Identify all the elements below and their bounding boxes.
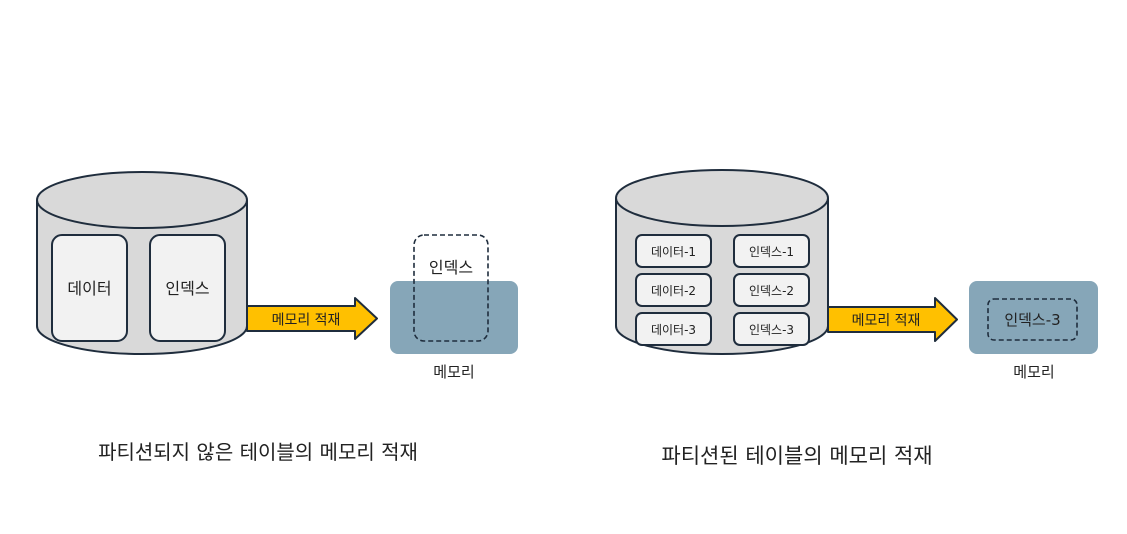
right-data-1-label: 데이터-1 [651, 245, 696, 259]
right-index-3-label: 인덱스-3 [749, 323, 794, 337]
right-arrow-label: 메모리 적재 [852, 313, 921, 329]
right-index-2-box: 인덱스-2 [733, 273, 810, 307]
left-index-label: 인덱스 [165, 279, 209, 298]
left-load-arrow: 메모리 적재 [246, 297, 378, 340]
right-memory: 인덱스-3 메모리 [969, 281, 1098, 381]
right-data-3-label: 데이터-3 [651, 323, 696, 337]
left-caption: 파티션되지 않은 테이블의 메모리 적재 [98, 440, 418, 464]
right-cylinder-top [615, 169, 829, 227]
right-data-2-box: 데이터-2 [635, 273, 712, 307]
left-memory-inner-label: 인덱스 [429, 258, 473, 277]
left-memory-block [390, 281, 518, 354]
left-memory-index-dashed [413, 234, 489, 342]
left-diagram: 데이터 인덱스 메모리 적재 인덱스 메모리 파티션되지 않은 테이블의 메모리… [36, 171, 518, 464]
right-data-1-box: 데이터-1 [635, 234, 712, 268]
right-data-3-box: 데이터-3 [635, 312, 712, 346]
right-index-1-label: 인덱스-1 [749, 245, 794, 259]
left-index-box: 인덱스 [149, 234, 226, 342]
right-index-2-label: 인덱스-2 [749, 284, 794, 298]
right-caption: 파티션된 테이블의 메모리 적재 [661, 444, 932, 468]
right-memory-block [969, 281, 1098, 354]
right-memory-inner-label: 인덱스-3 [1004, 311, 1060, 329]
right-data-2-label: 데이터-2 [651, 284, 696, 298]
right-index-3-box: 인덱스-3 [733, 312, 810, 346]
left-cylinder-top [36, 171, 248, 229]
left-arrow-label: 메모리 적재 [272, 313, 341, 329]
right-index-1-box: 인덱스-1 [733, 234, 810, 268]
left-data-box: 데이터 [51, 234, 128, 342]
right-diagram: 데이터-1 인덱스-1 데이터-2 인덱스-2 데이터-3 인덱스-3 메모리 … [615, 169, 1098, 468]
right-load-arrow: 메모리 적재 [827, 297, 958, 342]
right-memory-index-dashed [987, 298, 1078, 341]
right-memory-label: 메모리 [1013, 363, 1054, 381]
left-data-label: 데이터 [67, 279, 111, 298]
left-memory-label: 메모리 [433, 363, 474, 381]
left-memory: 인덱스 메모리 [390, 234, 518, 381]
